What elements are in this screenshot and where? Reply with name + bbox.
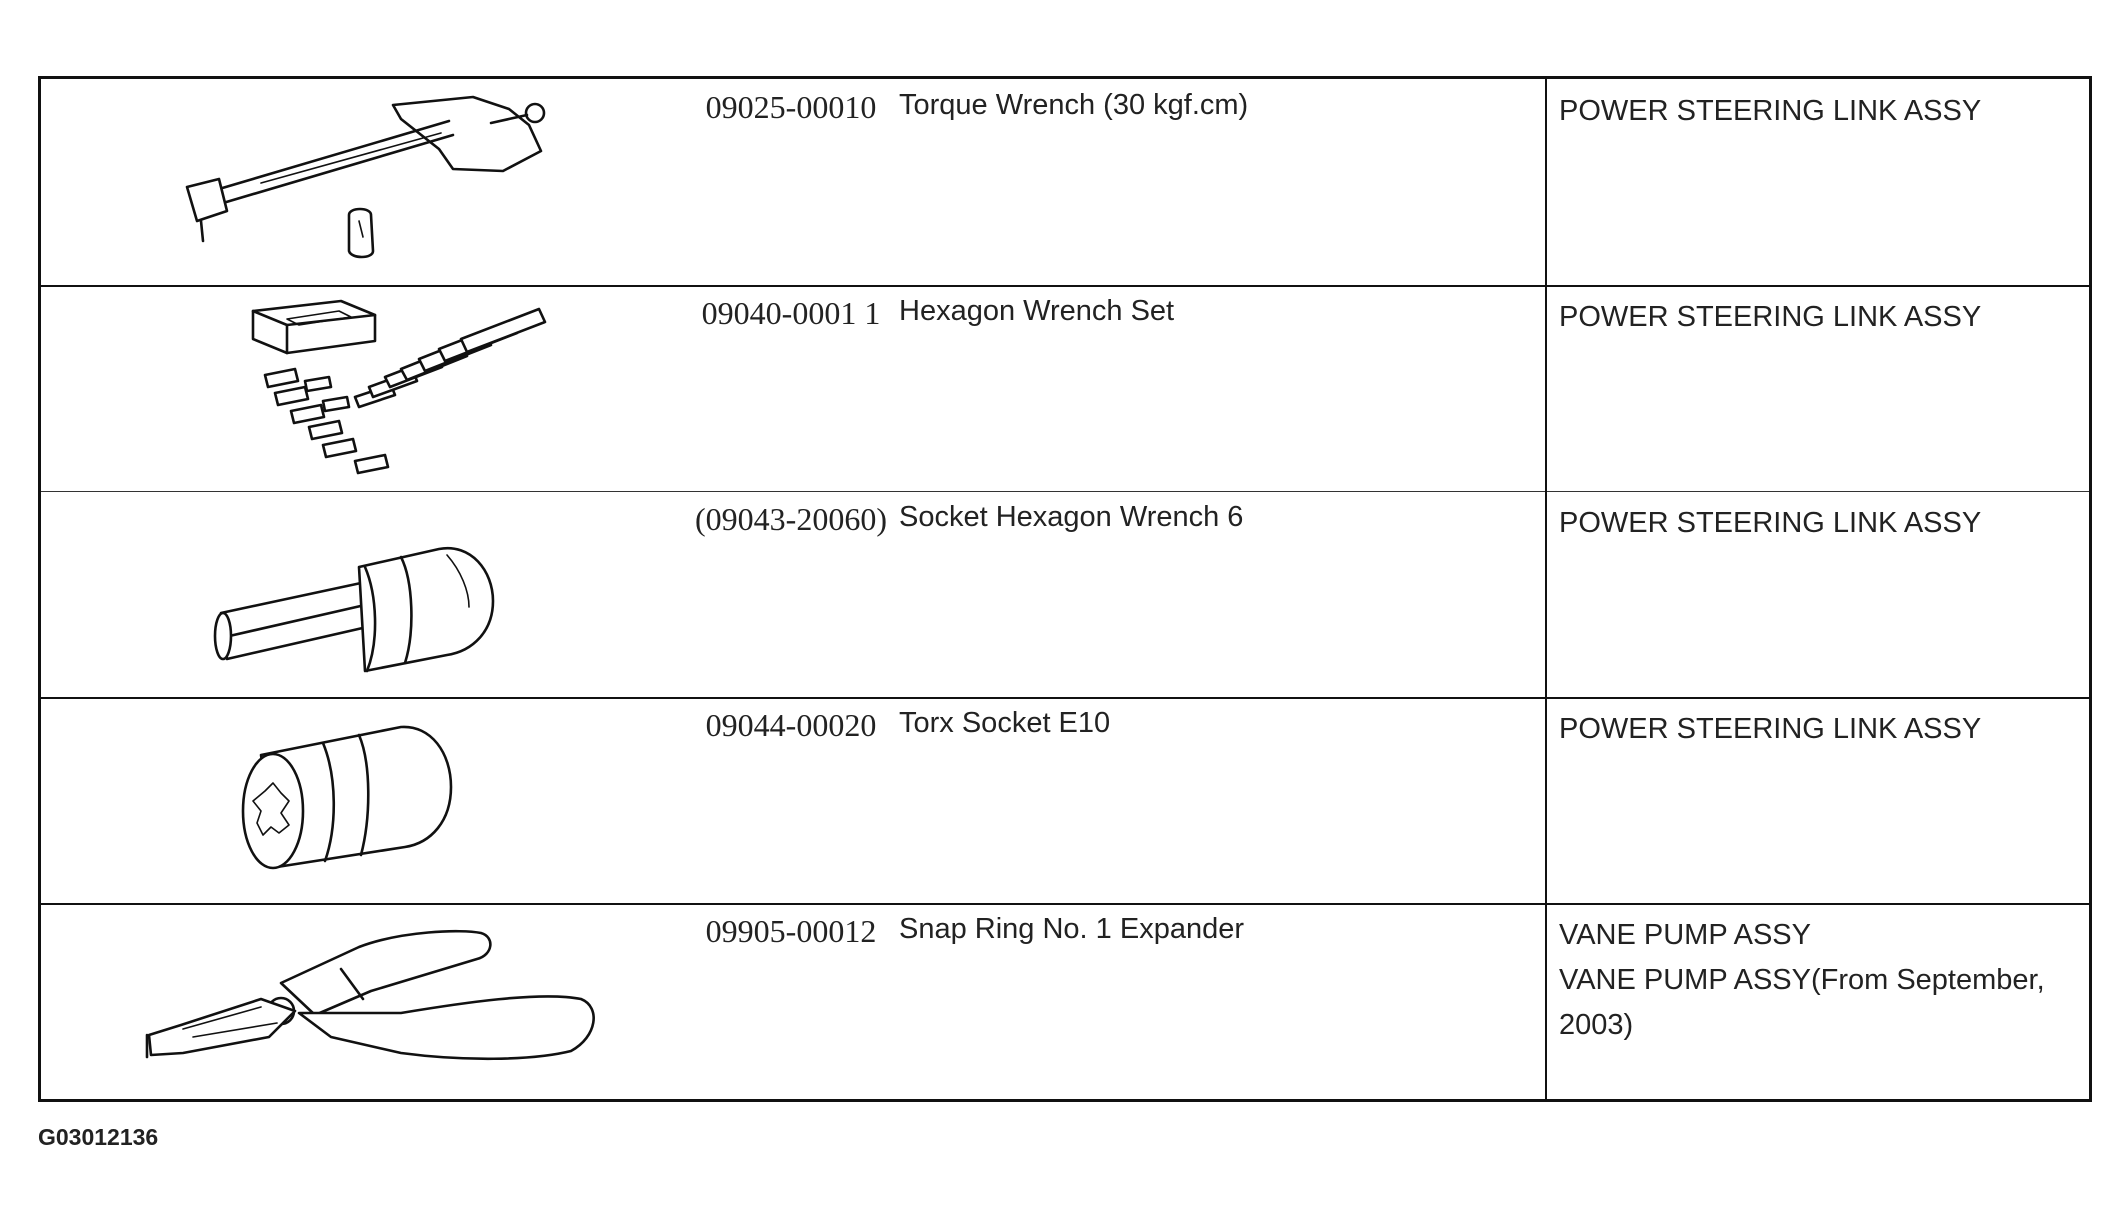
part-number: 09044-00020 [705, 707, 877, 743]
row-divider [41, 903, 2089, 905]
applies-to-line: POWER STEERING LINK ASSY [1559, 507, 1982, 539]
torque-wrench-icon [101, 79, 621, 285]
row-divider [41, 285, 2089, 287]
row-divider [41, 491, 2089, 492]
tool-name: Socket Hexagon Wrench 6 [899, 501, 1244, 533]
tool-name: Hexagon Wrench Set [899, 295, 1175, 327]
applies-to-line: POWER STEERING LINK ASSY [1559, 301, 1982, 333]
applies-to: VANE PUMP ASSY VANE PUMP ASSY(From Septe… [1559, 913, 2089, 1048]
applies-to: POWER STEERING LINK ASSY [1559, 89, 2089, 134]
special-tools-table: 09025-00010 Torque Wrench (30 kgf.cm) PO… [38, 76, 2092, 1102]
tool-name: Torque Wrench (30 kgf.cm) [899, 89, 1249, 121]
applies-to: POWER STEERING LINK ASSY [1559, 295, 2089, 340]
table-row: 09044-00020 Torx Socket E10 POWER STEERI… [41, 697, 2089, 903]
socket-hexagon-wrench-icon [101, 491, 621, 697]
table-row: 09905-00012 Snap Ring No. 1 Expander VAN… [41, 903, 2089, 1102]
applies-to: POWER STEERING LINK ASSY [1559, 501, 2089, 546]
applies-to-line: VANE PUMP ASSY [1559, 919, 1811, 951]
tool-name: Torx Socket E10 [899, 707, 1111, 739]
hexagon-wrench-set-icon [101, 285, 621, 491]
part-number: 09025-00010 [705, 89, 877, 125]
applies-to-line: POWER STEERING LINK ASSY [1559, 713, 1982, 745]
snap-ring-expander-icon [101, 903, 621, 1109]
part-number: 09040-0001 1 [701, 295, 881, 331]
table-row: 09025-00010 Torque Wrench (30 kgf.cm) PO… [41, 79, 2089, 285]
applies-to-line: 2003) [1559, 1009, 1634, 1041]
applies-to-line: POWER STEERING LINK ASSY [1559, 95, 1982, 127]
part-number: (09043-20060) [695, 501, 887, 537]
applies-to: POWER STEERING LINK ASSY [1559, 707, 2089, 752]
part-number: 09905-00012 [705, 913, 877, 949]
table-row: 09040-0001 1 Hexagon Wrench Set POWER ST… [41, 285, 2089, 491]
torx-socket-icon [101, 697, 621, 903]
tool-name: Snap Ring No. 1 Expander [899, 913, 1244, 945]
table-row: (09043-20060) Socket Hexagon Wrench 6 PO… [41, 491, 2089, 697]
row-divider [41, 697, 2089, 699]
figure-code: G03012136 [38, 1124, 159, 1150]
applies-to-line: VANE PUMP ASSY(From September, [1559, 964, 2045, 996]
column-divider [1545, 79, 1547, 1099]
